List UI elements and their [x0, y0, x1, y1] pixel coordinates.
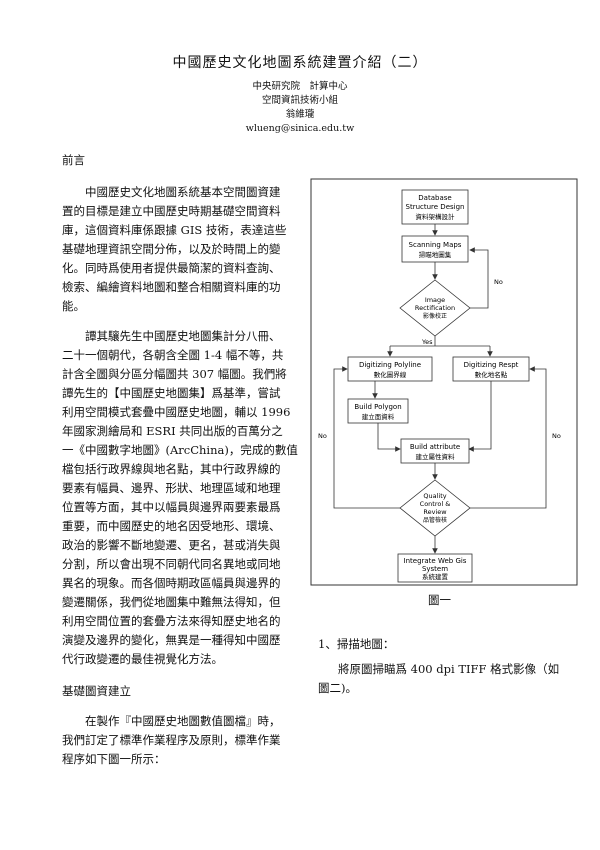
text-line: 譚先生的【中國歷史地圖集】爲基準，嘗試	[62, 386, 281, 400]
affiliation-org: 中央研究院 計算中心	[252, 81, 348, 92]
scan-step-paragraph: 將原圖掃瞄爲 400 dpi TIFF 格式影像（如 圖二)。	[318, 660, 560, 698]
text-line: 能。	[62, 299, 85, 313]
affiliation-group: 空間資訊技術小組	[261, 95, 338, 106]
text-line: 演變及邊界的變化，無異是一種得知中國歷	[62, 633, 281, 647]
text-line: 要素有幅員、邊界、形狀、地理區域和地理	[62, 481, 281, 495]
text-line: 分割，所以會出現不同朝代同名異地或同地	[62, 557, 281, 571]
text-line: 位置等方面，其中以幅員與邊界兩要素最爲	[62, 500, 281, 514]
label-no-right: No	[552, 432, 561, 440]
text-line: 計含全圖與分區分幅圖共 307 幅圖。我們將	[62, 367, 287, 381]
node-qc-label-3: Review	[423, 508, 447, 516]
text-line: 一《中國數字地圖》(ArcChina)，完成的數值	[62, 443, 298, 457]
node-attribute-label-zh: 建立屬性資料	[416, 452, 456, 461]
figure-caption: 圖一	[428, 593, 451, 607]
text-line: 異名的現象。而各個時期政區幅員與邊界的	[62, 576, 281, 590]
arrow	[468, 381, 492, 452]
text-line: 庫，這個資料庫係跟據 GIS 技術，表達這些	[62, 223, 287, 237]
node-digitizing-polyline	[347, 356, 433, 382]
node-rect-label-1: Image	[425, 296, 445, 304]
preface-heading: 前言	[62, 153, 85, 167]
no-loop-rectification	[469, 247, 489, 309]
text-line: 年國家測繪局和 ESRI 共同出版的百萬分之	[62, 424, 283, 438]
no-loop-left	[333, 366, 400, 509]
text-line: 化。同時爲使用者提供最簡潔的資料查詢、	[62, 261, 281, 275]
preface-paragraph: 中國歷史文化地圖系統基本空間圖資建 置的目標是建立中國歷史時期基礎空間資料 庫，…	[62, 183, 302, 316]
text-line: 二十一個朝代，各朝含全圖 1-4 幅不等，共	[62, 348, 284, 362]
text-line: 檢索、編繪資料地圖和整合相關資料庫的功	[62, 280, 281, 294]
node-qc-label-2: Control &	[420, 500, 451, 508]
node-web-label-2: System	[422, 565, 448, 573]
text-line: 利用空間模式套疊中國歷史地圖，輔以 1996	[62, 405, 291, 419]
text-line: 程序如下圖一所示：	[62, 752, 166, 766]
tan-paragraph: 譚其驤先生中國歷史地圖集計分八冊、 二十一個朝代，各朝含全圖 1-4 幅不等，共…	[62, 327, 302, 669]
node-scanning-label-zh: 掃瞄地圖集	[419, 250, 452, 259]
label-no-left: No	[318, 432, 327, 440]
node-web-label-1: Integrate Web Gis	[404, 557, 467, 565]
text-line: 基礎地理資訊空間分佈，以及於時間上的變	[62, 242, 281, 256]
node-rect-label-zh: 影像校正	[423, 312, 447, 320]
node-polygon-label: Build Polygon	[354, 403, 401, 411]
node-polyline-label-zh: 數化圖界線	[374, 370, 407, 379]
node-respt-label: Digitizing Respt	[464, 361, 519, 369]
text-line: 利用空間位置的套疊方法來得知歷史地名的	[62, 614, 281, 628]
node-database-label-zh: 資料架構設計	[416, 212, 456, 221]
node-integrate-web-gis	[397, 553, 473, 583]
node-digitizing-respt	[452, 356, 530, 382]
text-line: 置的目標是建立中國歷史時期基礎空間資料	[62, 204, 281, 218]
flowchart-figure: Database Structure Design 資料架構設計 Scannin…	[310, 178, 578, 586]
text-line: 檔包括行政界線與地名點，其中行政界線的	[62, 462, 281, 476]
text-line: 中國歷史文化地圖系統基本空間圖資建	[85, 185, 281, 199]
text-line: 政治的影響不斷地變遷、更名，甚或消失與	[62, 538, 281, 552]
text-line: 將原圖掃瞄爲 400 dpi TIFF 格式影像（如	[338, 662, 560, 676]
node-web-label-zh: 系統建置	[422, 572, 449, 581]
node-database-label-2: Structure Design	[406, 203, 465, 211]
label-no: No	[494, 278, 503, 286]
node-polygon-label-zh: 建立面資料	[362, 412, 395, 421]
text-line: 變遷關係，我們從地圖集中難無法得知，但	[62, 595, 281, 609]
text-line: 我們訂定了標準作業程序及原則，標準作業	[62, 733, 281, 747]
node-polyline-label: Digitizing Polyline	[359, 361, 421, 369]
text-line: 重要，而中國歷史的地名因受地形、環境、	[62, 519, 281, 533]
node-qc-label-1: Quality	[423, 492, 446, 500]
node-database-label-1: Database	[418, 194, 451, 202]
text-line: 譚其驤先生中國歷史地圖集計分八冊、	[85, 329, 281, 343]
node-qc-label-zh: 品管檢核	[423, 516, 447, 524]
node-build-attribute	[400, 438, 470, 464]
arrow	[377, 423, 401, 452]
node-scanning-label: Scanning Maps	[409, 241, 462, 249]
label-yes: Yes	[421, 338, 433, 346]
node-rect-label-2: Rectification	[415, 304, 455, 312]
text-line: 圖二)。	[318, 681, 357, 695]
text-line: 在製作『中國歷史地圖數值圖檔』時，	[85, 714, 281, 728]
author-name: 翁維瓏	[285, 109, 315, 120]
basic-paragraph: 在製作『中國歷史地圖數值圖檔』時， 我們訂定了標準作業程序及原則，標準作業 程序…	[62, 712, 302, 769]
scan-step-heading: 1、掃描地圖：	[318, 637, 395, 651]
node-attribute-label: Build attribute	[410, 443, 460, 451]
page-title: 中國歷史文化地圖系統建置介紹（二）	[172, 55, 428, 71]
text-line: 代行政變遷的最佳視覺化方法。	[62, 652, 223, 666]
basic-heading: 基礎圖資建立	[62, 684, 131, 698]
author-email: wlueng@sinica.edu.tw	[245, 123, 355, 134]
no-loop-right	[470, 366, 547, 509]
node-respt-label-zh: 數化地名點	[475, 370, 508, 379]
node-database-design	[401, 189, 469, 225]
